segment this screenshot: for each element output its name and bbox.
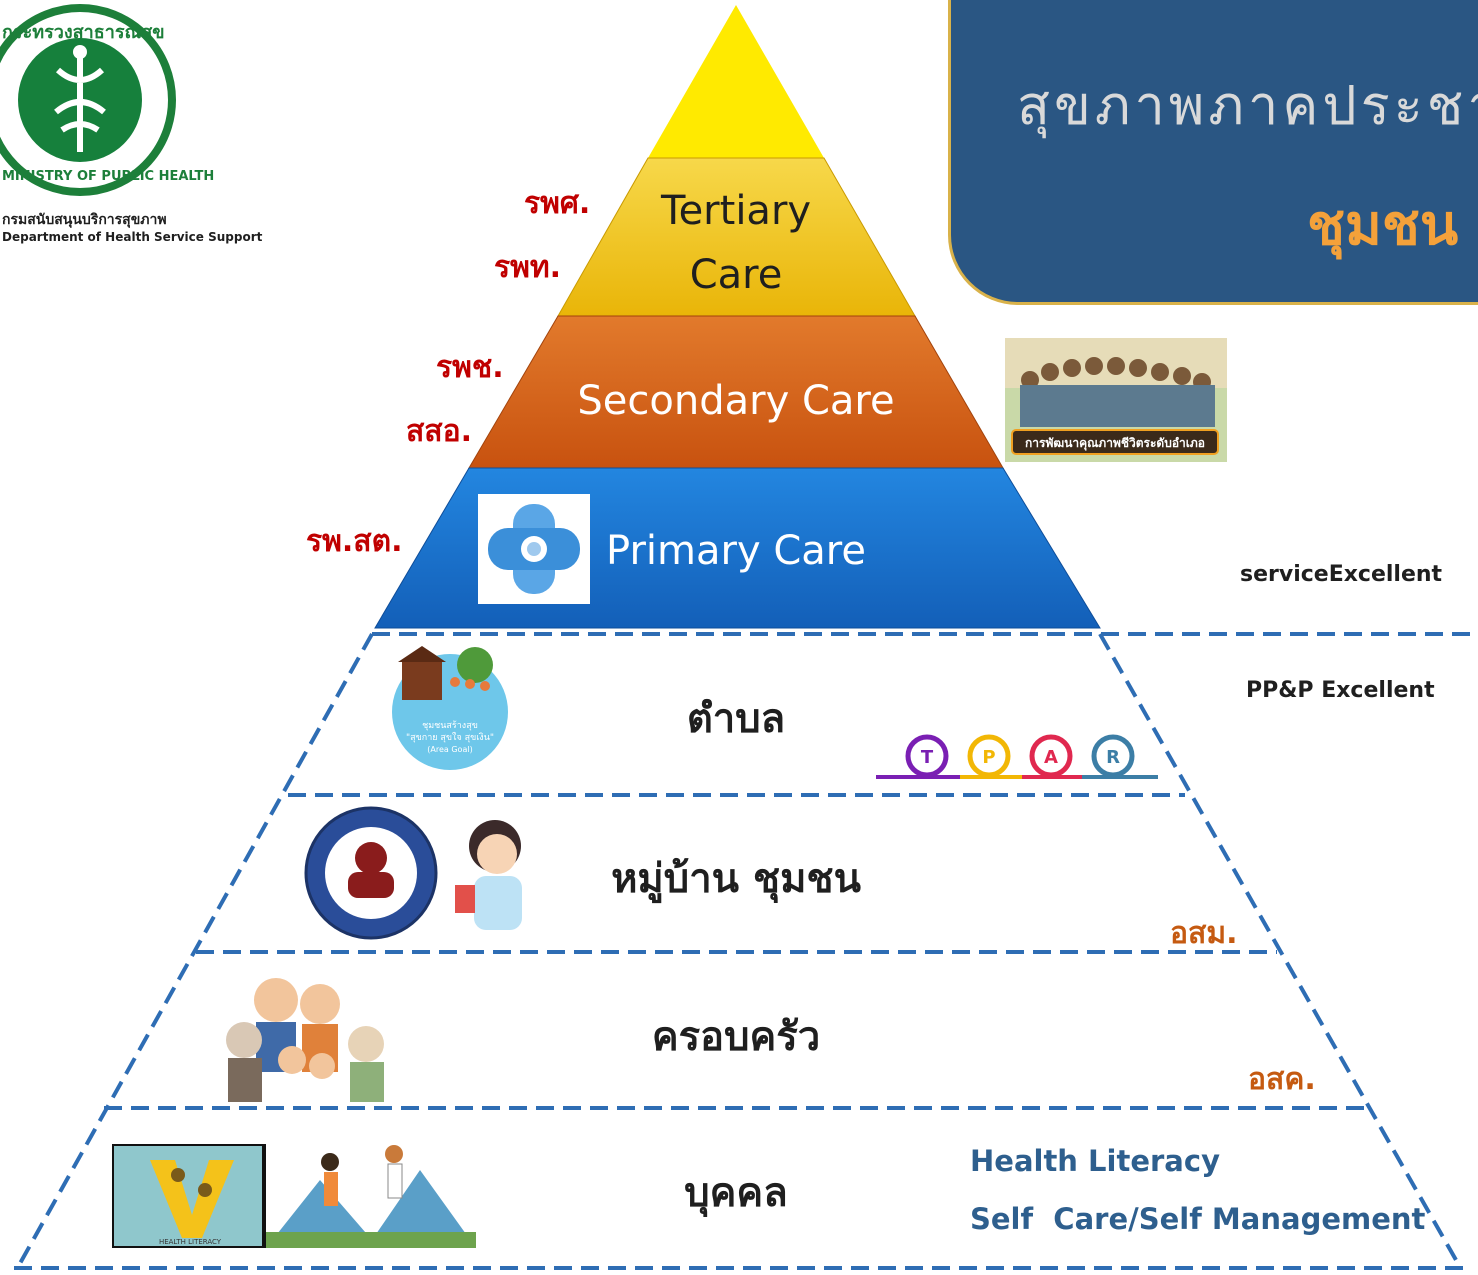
tpar-icons <box>876 734 1158 779</box>
title-line1: สุขภาพภาคประชาชน <box>1017 74 1478 137</box>
primary-care-plus-icon <box>478 494 590 604</box>
facility-rpt: รพท. <box>494 250 562 285</box>
title-line2: ชุมชน <box>1307 193 1459 258</box>
runners-image <box>266 1144 476 1248</box>
area-goal-caption-1: ชุมชนสร้างสุข <box>422 720 478 731</box>
volunteer-illustration <box>455 820 522 930</box>
district-banner-caption: การพัฒนาคุณภาพชีวิตระดับอำเภอ <box>1025 436 1205 451</box>
secondary-label: Secondary Care <box>577 378 894 424</box>
logo-dept-english: Department of Health Service Support <box>2 230 263 244</box>
apex-triangle <box>648 5 824 158</box>
facility-rpsot: รพ.สต. <box>306 524 403 559</box>
facility-ssor: สสอ. <box>406 414 473 449</box>
tambon-label: ตำบล <box>687 696 785 742</box>
logo-english-ring: MINISTRY OF PUBLIC HEALTH <box>2 169 214 184</box>
primary-label: Primary Care <box>606 528 866 574</box>
district-quality-image <box>1005 338 1227 462</box>
note-health-literacy: Health Literacy <box>970 1144 1220 1178</box>
tpar-a: A <box>1044 747 1058 768</box>
area-goal-caption-3: (Area Goal) <box>427 745 472 754</box>
village-label: หมู่บ้าน ชุมชน <box>611 856 861 904</box>
community-pyramid-outline <box>14 632 1478 1270</box>
family-label: ครอบครัว <box>652 1014 820 1060</box>
logo-thai-ring: กระทรวงสาธารณสุข <box>2 22 165 44</box>
note-self-care: Self Care/Self Management <box>970 1202 1426 1236</box>
note-osk: อสค. <box>1248 1062 1316 1097</box>
tertiary-label-line1: Tertiary <box>660 188 811 234</box>
logo-dept-thai: กรมสนับสนุนบริการสุขภาพ <box>2 212 167 228</box>
tpar-p: P <box>982 747 995 768</box>
tpar-t: T <box>921 747 934 768</box>
title-banner: สุขภาพภาคประชาชน ชุมชน <box>948 0 1478 305</box>
family-image <box>218 978 414 1106</box>
area-goal-caption-2: "สุขกาย สุขใจ สุขเงิน" <box>406 732 494 743</box>
tpar-r: R <box>1106 747 1120 768</box>
area-goal-image <box>392 646 508 770</box>
ministry-logo <box>0 4 176 196</box>
health-literacy-image <box>112 1144 268 1248</box>
note-service-excellent: serviceExcellent <box>1240 562 1443 587</box>
note-ppp-excellent: PP&P Excellent <box>1246 678 1435 703</box>
vhv-emblem <box>304 806 438 940</box>
tertiary-label-line2: Care <box>690 252 783 298</box>
facility-rpsh: รพศ. <box>524 186 591 221</box>
note-osm: อสม. <box>1170 916 1238 951</box>
facility-rpch: รพช. <box>436 350 504 385</box>
health-literacy-badge-caption: HEALTH LITERACY <box>159 1238 222 1246</box>
individual-label: บุคคล <box>684 1170 787 1218</box>
